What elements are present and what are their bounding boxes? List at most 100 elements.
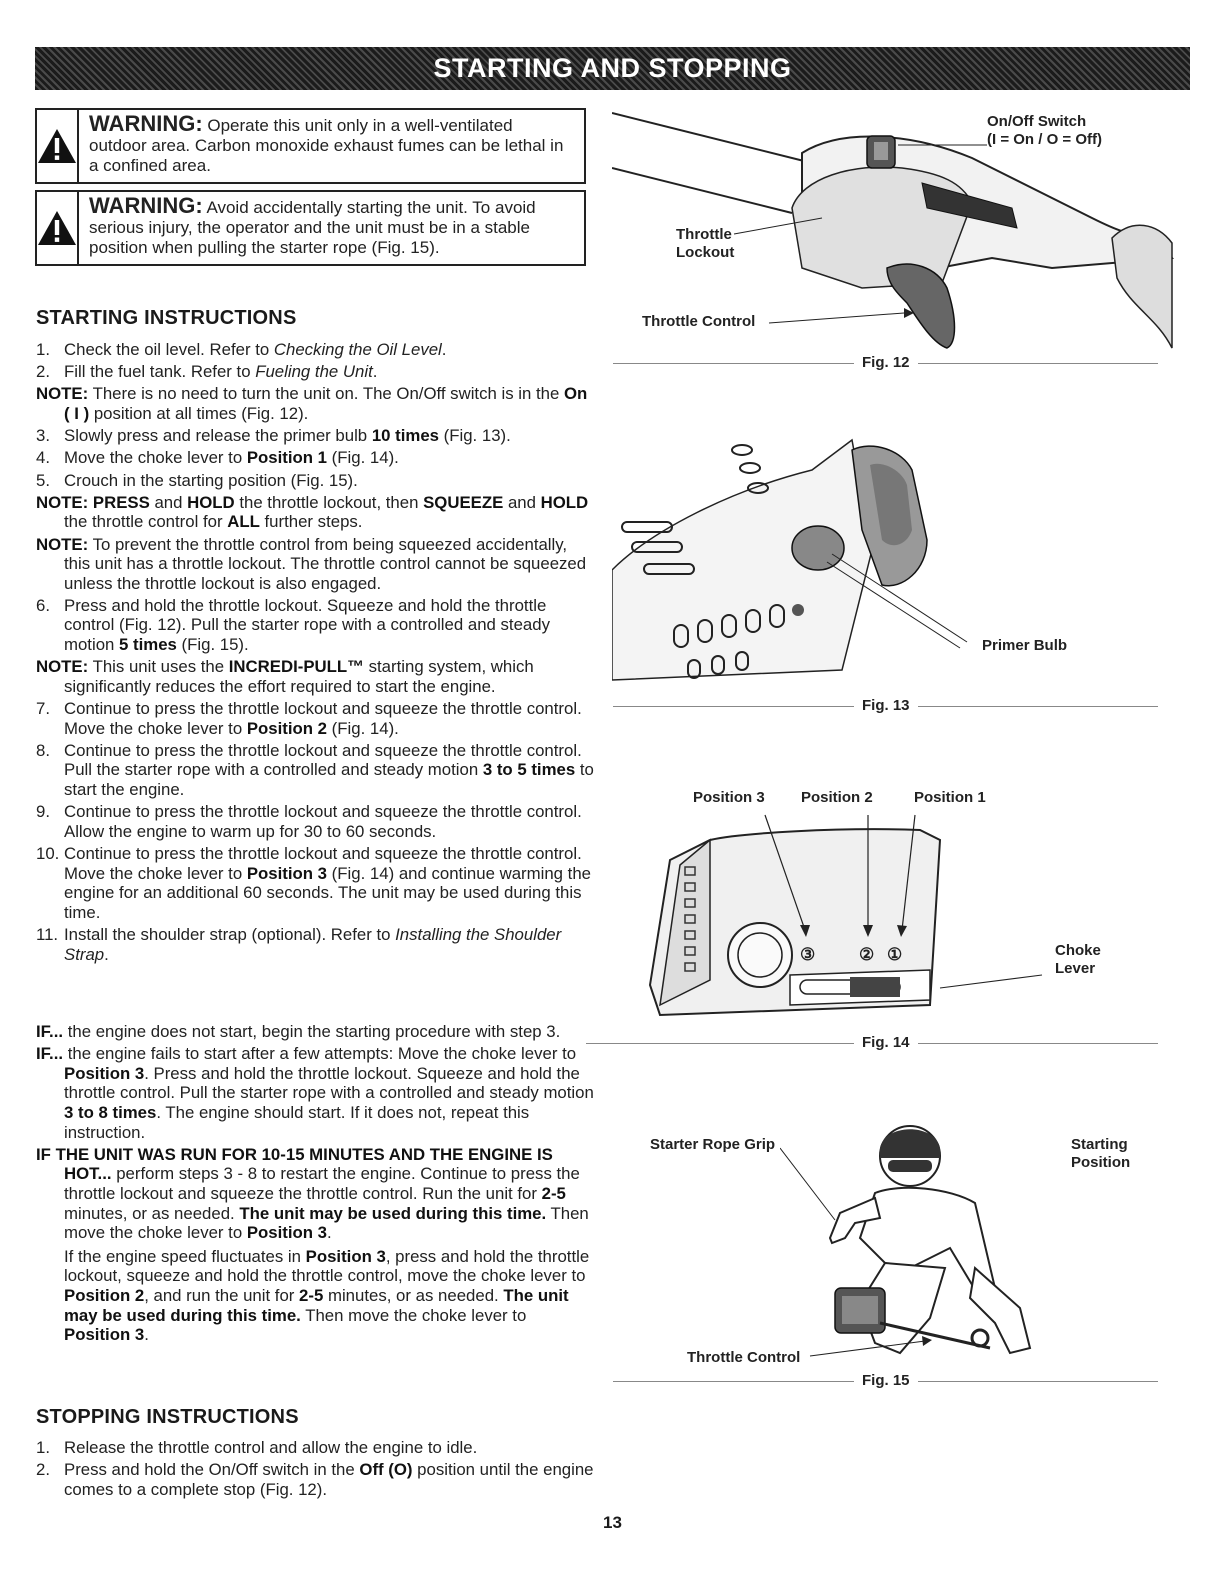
page-number: 13	[603, 1513, 622, 1532]
fig14-position-1-label: Position 1	[914, 789, 986, 806]
step-number: 1.	[36, 1438, 50, 1457]
warning-label: WARNING:	[89, 193, 203, 218]
step-emphasis: Position 1	[246, 448, 328, 468]
step-text: Release the throttle control and allow t…	[64, 1438, 478, 1457]
step-text: Continue to press the throttle lockout a…	[64, 843, 582, 883]
step-number: 2.	[36, 362, 50, 382]
note-emphasis: PRESS	[88, 492, 150, 512]
note-label: NOTE:	[36, 492, 89, 512]
step-text: .	[441, 340, 447, 359]
step-text: to start the engine.	[64, 760, 594, 799]
if-text: , press and hold the throttle lockout, s…	[64, 1246, 590, 1286]
step-text: Press and hold the On/Off switch in the	[64, 1460, 360, 1480]
if-speed-fluctuates: If the engine speed fluctuates in Positi…	[36, 1247, 596, 1345]
warning-icon-cell	[37, 192, 79, 264]
if-emphasis: The unit may be used during this time.	[239, 1203, 547, 1223]
note-emphasis: HOLD	[540, 492, 589, 512]
step-number: 7.	[36, 699, 50, 719]
if-text: the engine fails to start after a few at…	[63, 1044, 577, 1064]
section-title: STARTING AND STOPPING	[433, 53, 792, 83]
step-text: Continue to press the throttle lockout a…	[64, 699, 582, 738]
warning-box-ventilation: WARNING: Operate this unit only in a wel…	[35, 108, 586, 184]
if-fails-to-start: IF... the engine fails to start after a …	[36, 1044, 596, 1142]
note-press-hold: NOTE: PRESS and HOLD the throttle lockou…	[36, 493, 596, 532]
step-11: 11.Install the shoulder strap (optional)…	[36, 925, 596, 964]
note-text: and	[149, 492, 188, 512]
note-on-off-switch: NOTE: There is no need to turn the unit …	[36, 384, 596, 423]
fig13-primer-bulb-label: Primer Bulb	[982, 637, 1068, 654]
note-text: and	[503, 492, 541, 512]
step-5: 5.Crouch in the starting position (Fig. …	[36, 471, 596, 491]
note-incredi-pull: NOTE: This unit uses the INCREDI-PULL™ s…	[36, 657, 596, 696]
step-text: position until the engine comes to a com…	[64, 1460, 594, 1499]
if-text: , and run the unit for	[144, 1285, 300, 1305]
fig12-on-off-switch-label: On/Off Switch(I = On / O = Off)	[987, 113, 1102, 149]
note-text: the throttle control for	[64, 512, 228, 532]
fig15-starting-position-illustration	[780, 1125, 1032, 1357]
warning-body: Operate this unit only in a well-ventila…	[89, 116, 564, 175]
fig14-mark-position-2: ②	[859, 945, 875, 964]
if-text: minutes, or as needed.	[64, 1203, 240, 1223]
step-number: 5.	[36, 470, 50, 490]
label-line: Throttle	[676, 226, 732, 243]
note-text: starting system, which significantly red…	[64, 657, 534, 696]
note-text: the throttle lockout, then	[234, 492, 424, 512]
fig12-caption: Fig. 12	[854, 354, 918, 371]
starting-instructions-list: 1.Check the oil level. Refer to Checking…	[36, 340, 596, 967]
if-label: IF...	[36, 1044, 64, 1064]
fig15-caption: Fig. 15	[854, 1372, 918, 1389]
note-emphasis: SQUEEZE	[423, 492, 504, 512]
if-text: . The engine should start. If it does no…	[64, 1102, 530, 1142]
step-text: (Fig. 15).	[176, 635, 249, 655]
if-emphasis: Position 3	[64, 1325, 145, 1345]
if-text: If the engine speed fluctuates in	[64, 1246, 306, 1266]
step-emphasis: Position 2	[246, 718, 328, 738]
step-emphasis: 3 to 5 times	[482, 760, 576, 780]
troubleshooting-section: IF... the engine does not start, begin t…	[36, 1022, 596, 1347]
warning-triangle-icon	[38, 129, 76, 163]
step-emphasis: Off (O)	[359, 1460, 413, 1480]
step-emphasis: 5 times	[119, 635, 177, 655]
warning-box-accidental-start: WARNING: Avoid accidentally starting the…	[35, 190, 586, 266]
if-emphasis: Position 3	[246, 1223, 328, 1243]
if-text: .	[144, 1325, 149, 1345]
warning-label: WARNING:	[89, 111, 203, 136]
step-number: 2.	[36, 1460, 50, 1480]
step-4: 4.Move the choke lever to Position 1 (Fi…	[36, 448, 596, 468]
step-9: 9.Continue to press the throttle lockout…	[36, 802, 596, 841]
if-emphasis: The unit may be used during this time.	[64, 1285, 569, 1325]
warning-icon-cell	[37, 110, 79, 182]
note-label: NOTE:	[36, 657, 89, 677]
label-line: Lever	[1055, 960, 1096, 977]
step-text: Continue to press the throttle lockout a…	[64, 740, 582, 780]
section-header-bar: STARTING AND STOPPING	[35, 47, 1190, 90]
step-6: 6.Press and hold the throttle lockout. S…	[36, 596, 596, 655]
if-text: .	[327, 1223, 332, 1243]
fig14-mark-position-3: ③	[800, 945, 816, 964]
fig14-position-3-label: Position 3	[693, 789, 765, 806]
if-emphasis: Position 3	[64, 1063, 145, 1083]
if-emphasis: Position 2	[64, 1285, 145, 1305]
note-text: To prevent the throttle control from bei…	[64, 534, 587, 593]
note-throttle-lockout: NOTE: To prevent the throttle control fr…	[36, 535, 596, 594]
step-number: 3.	[36, 426, 50, 446]
if-text: . Press and hold the throttle lockout. S…	[64, 1063, 594, 1103]
if-engine-hot: IF THE UNIT WAS RUN FOR 10-15 MINUTES AN…	[36, 1145, 596, 1243]
fig14-mark-position-1: ①	[887, 945, 903, 964]
step-1: 1.Check the oil level. Refer to Checking…	[36, 340, 596, 360]
warning-triangle-icon	[38, 211, 76, 245]
step-number: 8.	[36, 740, 50, 760]
label-line: Position	[1071, 1154, 1131, 1171]
fig14-choke-lever-illustration	[648, 814, 1043, 1017]
note-text: There is no need to turn the unit on. Th…	[88, 384, 564, 404]
step-text: .	[372, 362, 378, 382]
fig13-primer-bulb-illustration	[612, 438, 968, 681]
step-text: Check the oil level. Refer to	[64, 340, 274, 359]
stopping-instructions-list: 1. Release the throttle control and allow…	[36, 1438, 596, 1502]
label-line: On/Off Switch	[987, 113, 1087, 130]
if-emphasis: 3 to 8 times	[64, 1102, 157, 1122]
note-label: NOTE:	[36, 384, 89, 404]
